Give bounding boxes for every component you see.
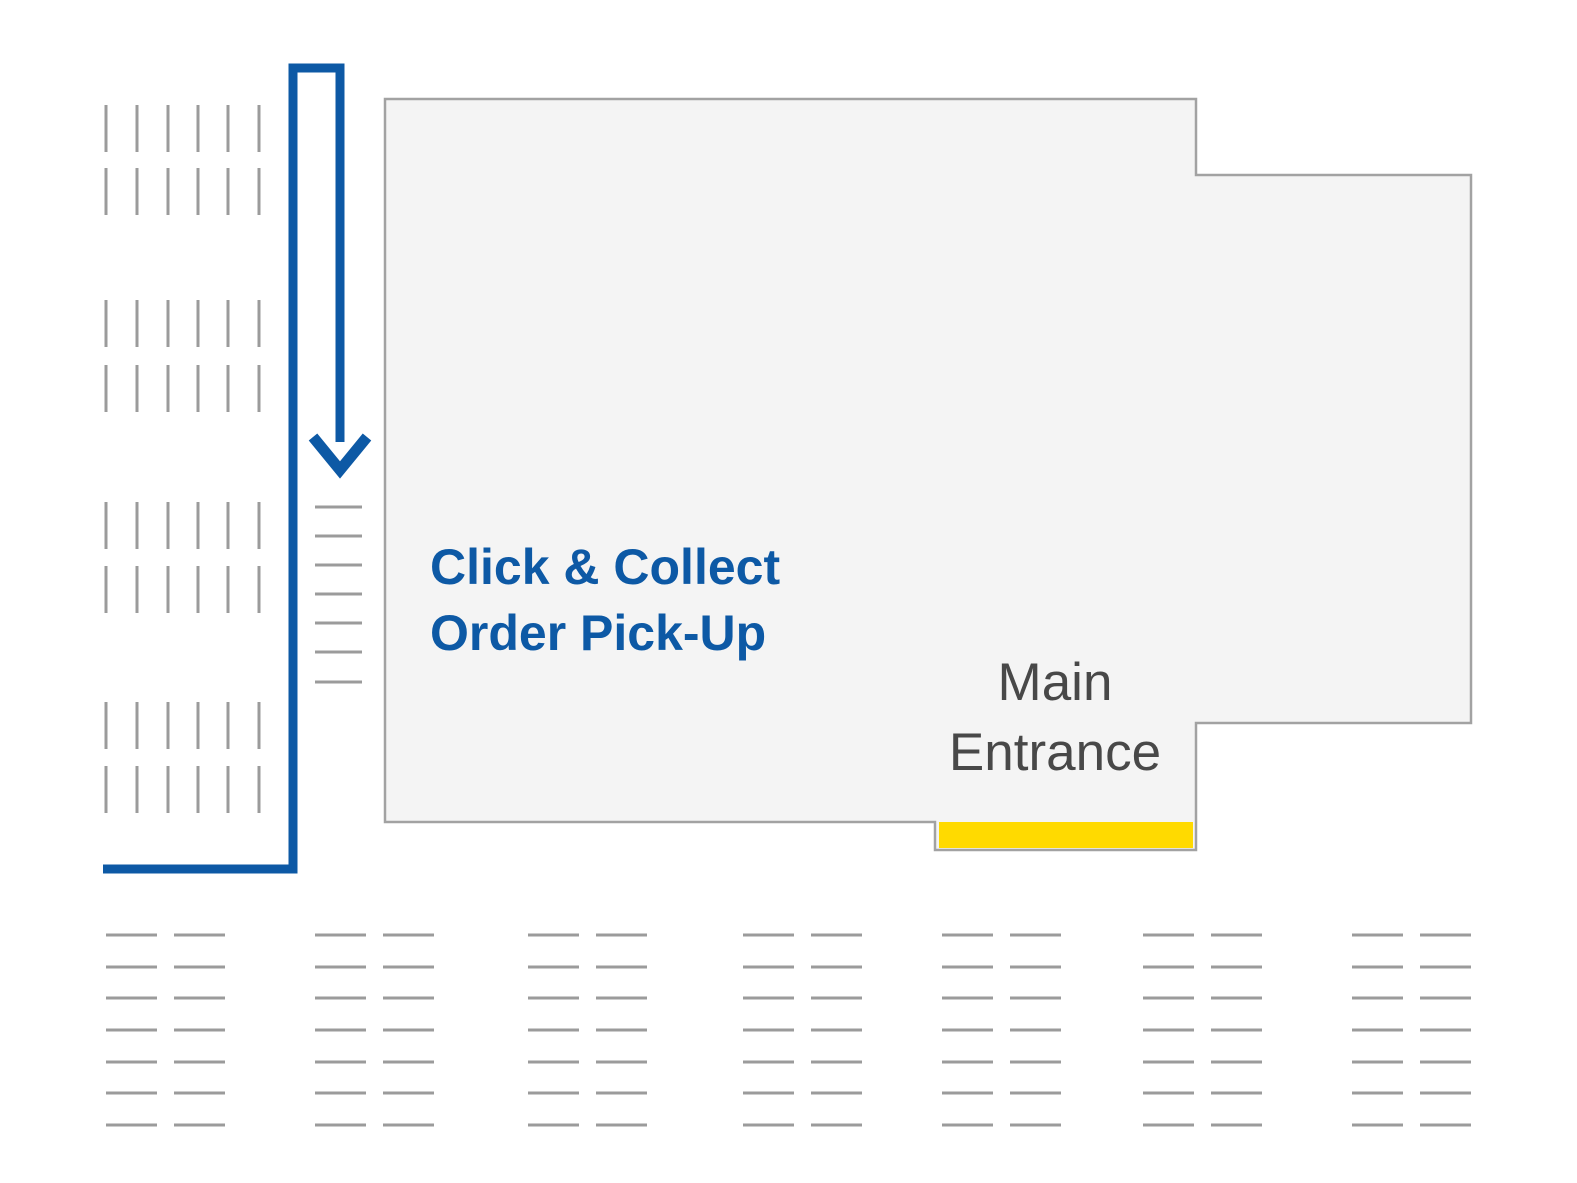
main-entrance-marker [939,822,1193,848]
main-entrance-label-line1: Main [997,653,1113,712]
click-collect-label: Click & Collect Order Pick-Up [430,534,780,666]
store-building-footprint [383,97,1473,852]
click-collect-label-line2: Order Pick-Up [430,605,767,661]
main-entrance-label: Main Entrance [925,648,1185,788]
click-collect-label-line1: Click & Collect [430,539,781,595]
arrow-down-icon [308,433,372,479]
parking-space-lines [104,105,1471,1127]
pickup-route-line [103,63,345,874]
main-entrance-label-line2: Entrance [948,723,1162,782]
